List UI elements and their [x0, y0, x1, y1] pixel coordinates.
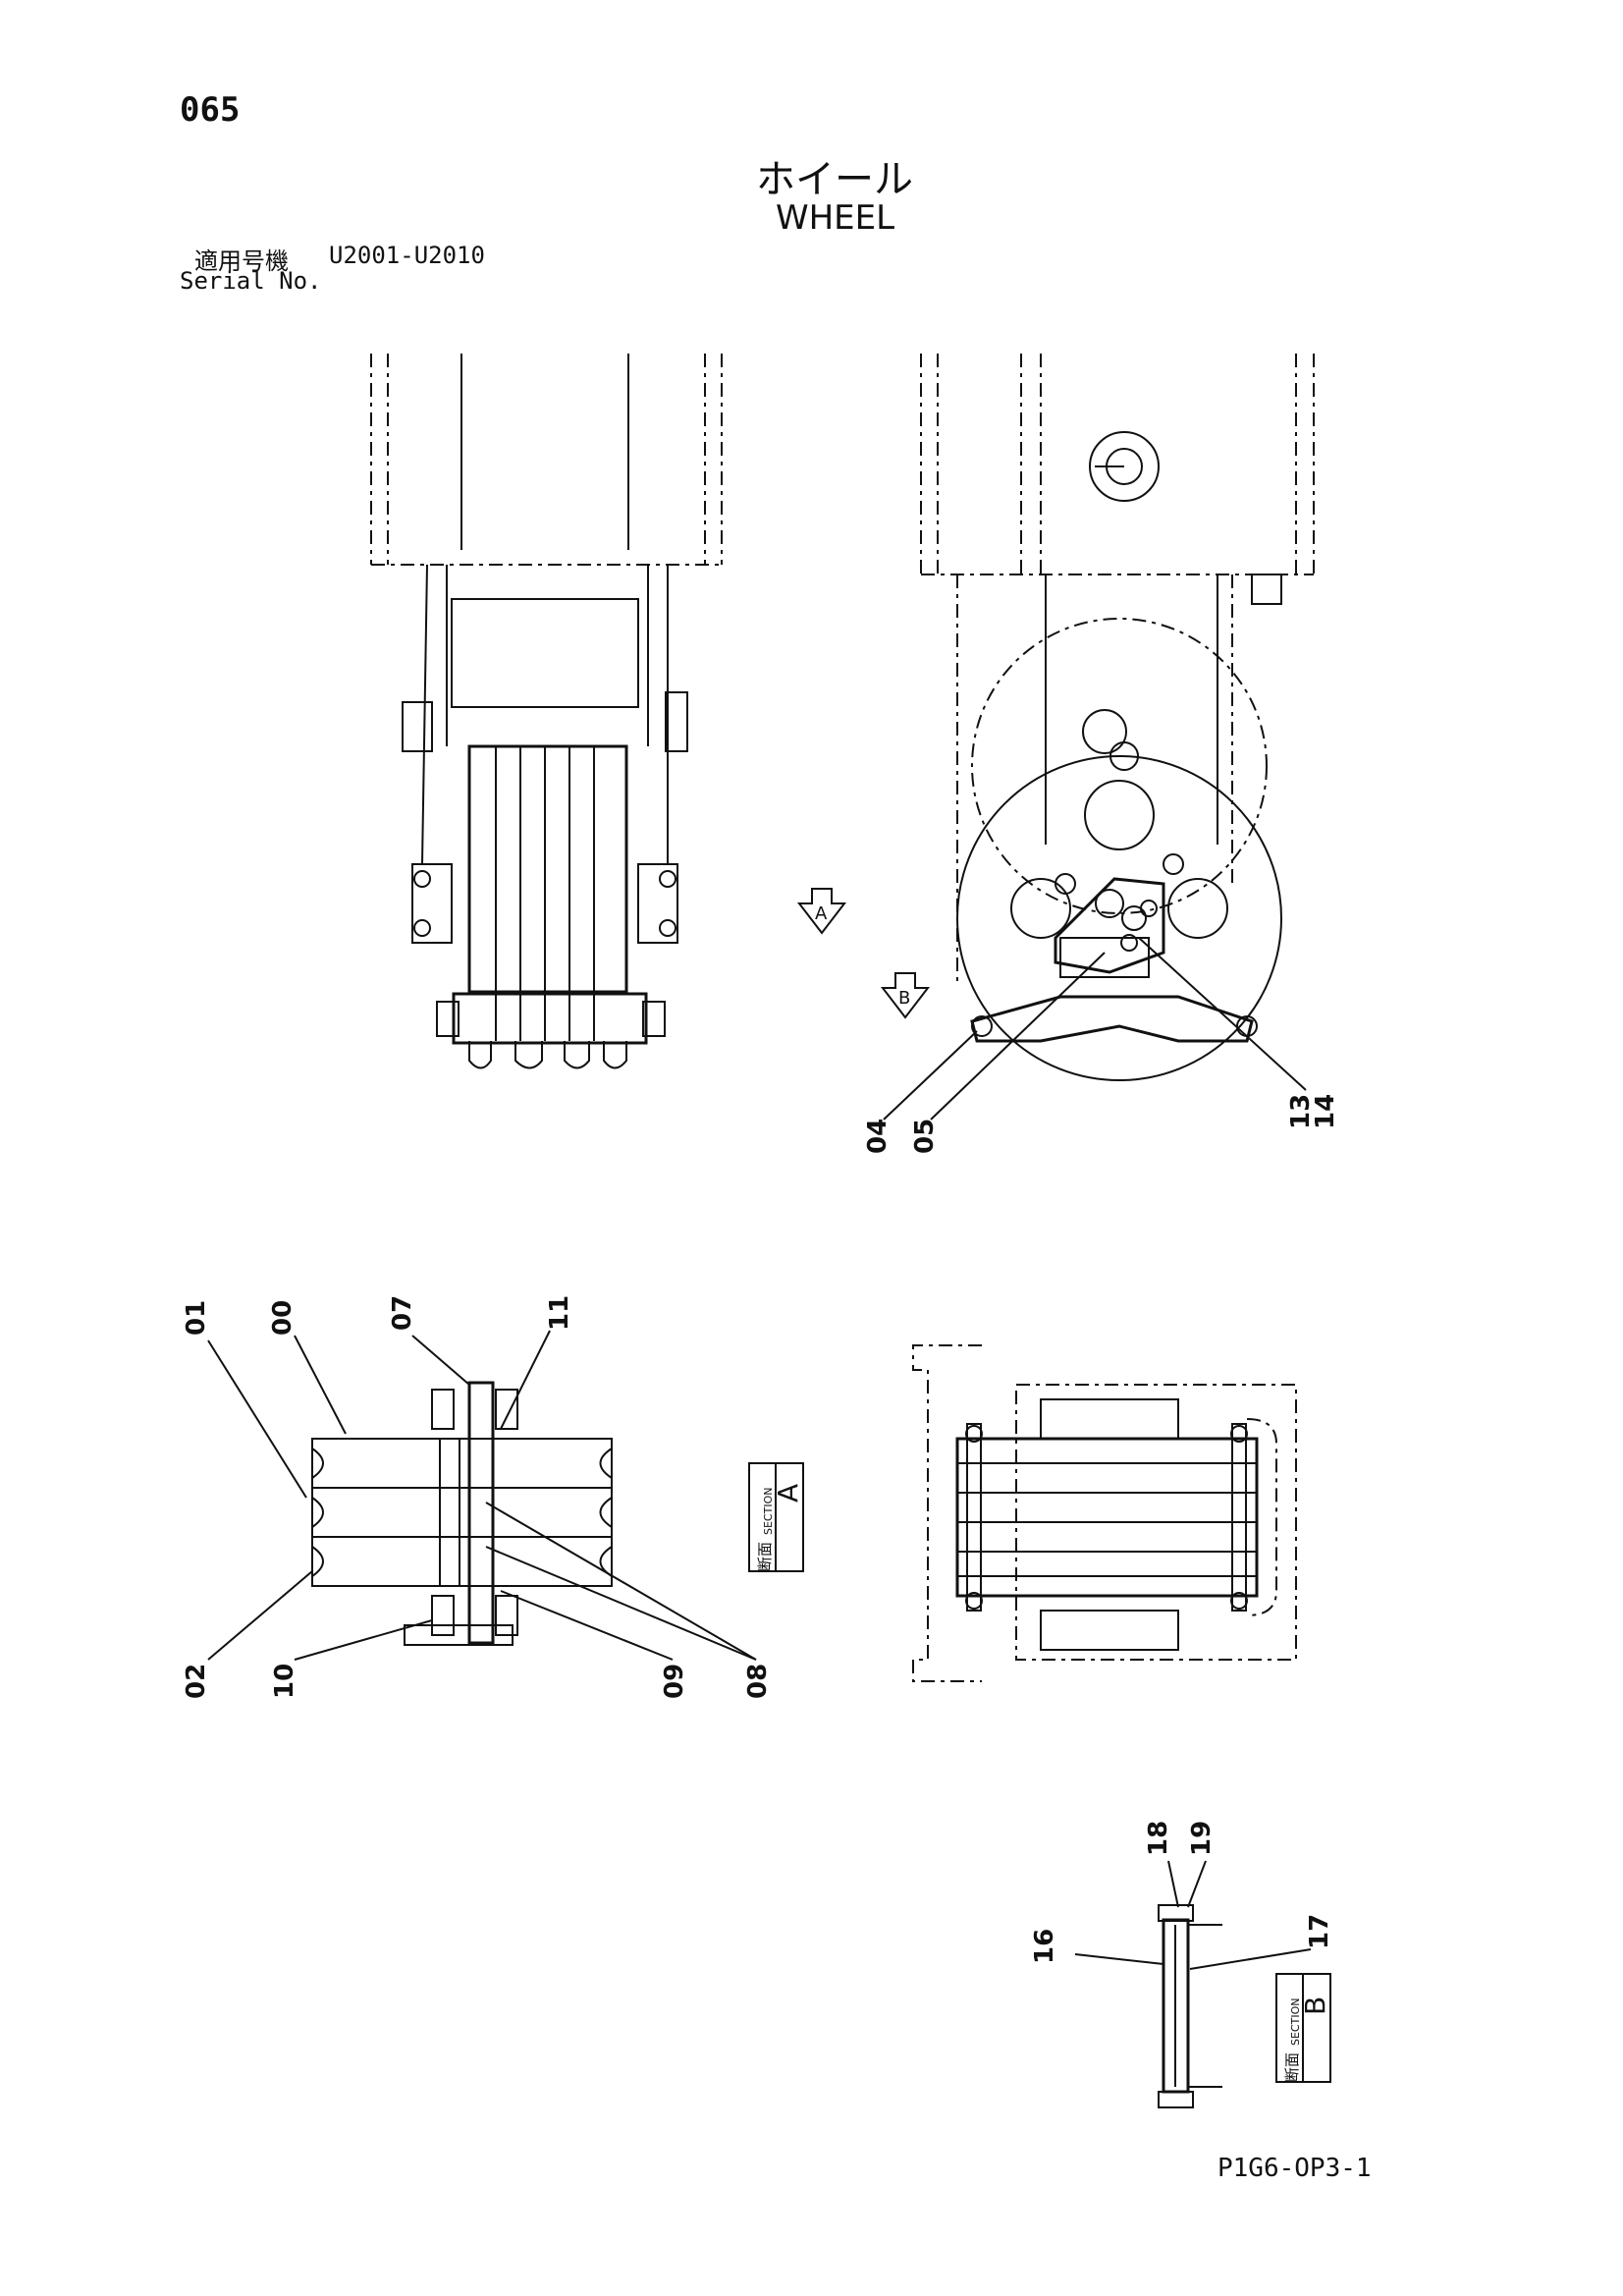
callout-09: 09: [660, 1664, 689, 1699]
side-view-callouts: 04 05 13 14: [863, 937, 1340, 1154]
callout-11: 11: [545, 1295, 574, 1331]
serial-label-en: Serial No.: [180, 267, 322, 295]
document-code: P1G6-OP3-1: [1217, 2154, 1372, 2183]
callout-01: 01: [182, 1300, 211, 1336]
callout-02: 02: [182, 1664, 211, 1699]
section-a-en: SECTION: [762, 1488, 775, 1535]
page-title-jp: ホイール: [756, 157, 913, 202]
callout-05: 05: [910, 1119, 940, 1154]
front-view: [370, 354, 723, 1069]
section-b-drawing: [1158, 1904, 1222, 2108]
section-b-label: 断面 SECTION B: [1275, 1973, 1331, 2083]
plan-view: [912, 1344, 1297, 1682]
section-b-en: SECTION: [1289, 1998, 1302, 2046]
page-title-en: WHEEL: [776, 198, 895, 238]
serial-label-jp: 適用号機: [194, 247, 289, 275]
section-a-drawing: [311, 1381, 613, 1646]
callout-04: 04: [863, 1119, 893, 1154]
callout-07: 07: [388, 1295, 417, 1331]
callout-18: 18: [1144, 1821, 1173, 1856]
section-b-letter: B: [1299, 1996, 1331, 2015]
section-b-jp: 断面: [1283, 2052, 1301, 2082]
callout-16: 16: [1030, 1929, 1059, 1964]
callout-13: 13: [1286, 1094, 1316, 1129]
section-a-label: 断面 SECTION A: [748, 1462, 804, 1572]
section-a-letter: A: [772, 1484, 804, 1503]
view-arrow-a: A: [796, 888, 847, 935]
callout-17: 17: [1305, 1914, 1334, 1949]
page-number: 065: [180, 90, 241, 130]
side-view: [920, 354, 1315, 1081]
callout-00: 00: [268, 1300, 298, 1336]
serial-range: U2001-U2010: [329, 242, 485, 269]
view-arrow-a-label: A: [815, 903, 828, 924]
view-arrow-b: B: [880, 972, 931, 1019]
callout-19: 19: [1187, 1821, 1217, 1856]
view-arrow-b-label: B: [898, 988, 910, 1009]
section-b-callouts: 16 18 19 17: [1030, 1821, 1334, 1970]
callout-10: 10: [270, 1664, 299, 1699]
section-a-jp: 断面: [756, 1542, 774, 1571]
section-a-callouts: 01 00 07 11 02 10 09 08: [182, 1295, 773, 1699]
callout-08: 08: [743, 1664, 773, 1699]
callout-14: 14: [1311, 1094, 1340, 1129]
